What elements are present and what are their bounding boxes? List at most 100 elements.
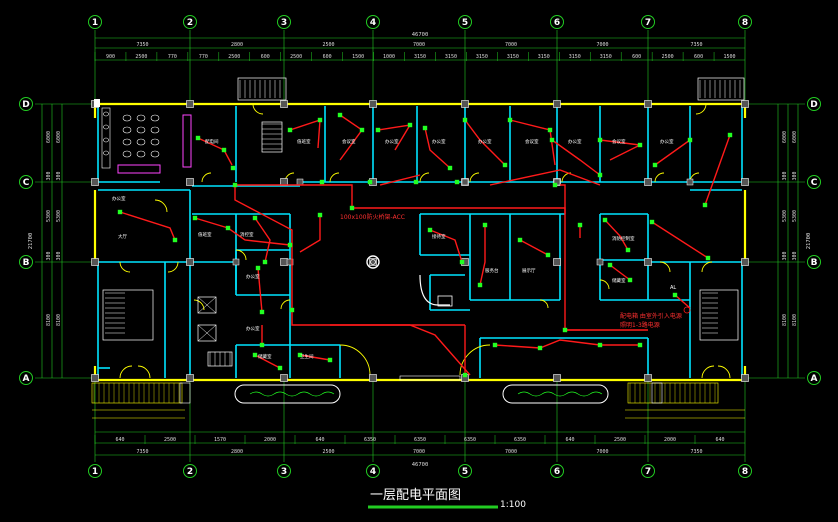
room-labels: 配电间值班室会议室办公室办公室办公室会议室办公室会议室办公室办公室消控室值班室大… [112, 138, 674, 360]
fixture [195, 135, 201, 141]
column [186, 374, 194, 382]
fixture [705, 255, 711, 261]
step-hatch [93, 383, 716, 403]
dim-top-2: 600 [323, 54, 332, 60]
sink [103, 150, 109, 156]
dim-left-inner: 300 [56, 251, 62, 260]
fixture [547, 127, 553, 133]
stair-treads [105, 80, 741, 366]
axis-label: 2 [187, 467, 193, 477]
dim-bottom-2: 7000 [596, 449, 608, 455]
fixture [462, 117, 468, 123]
dim-top-2: 600 [261, 54, 270, 60]
dim-top-2: 1000 [383, 54, 395, 60]
dim-top-1: 7000 [596, 42, 608, 48]
dim-top-1: 7000 [413, 42, 425, 48]
fixture [562, 327, 568, 333]
dim-bottom-2: 7350 [136, 449, 148, 455]
column [741, 178, 749, 186]
fixture [549, 137, 555, 143]
axis-bubble [19, 371, 33, 385]
room-label: 储藏室 [258, 353, 272, 360]
fixture [517, 237, 523, 243]
fixture [252, 215, 258, 221]
fixture [545, 252, 551, 258]
dim-right-inner: 300 [792, 171, 798, 180]
fixture [117, 209, 123, 215]
fixture [262, 259, 268, 265]
dim-bottom-2: 7000 [413, 449, 425, 455]
room-label: 配电间 [205, 138, 219, 145]
axis-bubble [807, 175, 821, 189]
dim-left-inner: 8100 [56, 314, 62, 326]
axis-bubble [550, 15, 564, 29]
axis-bubble [19, 255, 33, 269]
dim-right: 5300 [782, 210, 788, 222]
dim-top-2: 3150 [569, 54, 581, 60]
fixture [413, 179, 419, 185]
room-label: 会议室 [612, 138, 626, 145]
axis-bubble [641, 15, 655, 29]
entrance-steps [91, 382, 745, 419]
dim-bottom-1: 640 [315, 437, 324, 443]
dim-top-2: 2500 [290, 54, 302, 60]
column [296, 178, 304, 186]
dim-top-2: 2500 [662, 54, 674, 60]
toilet [136, 126, 146, 134]
total-width-top: 46700 [412, 32, 429, 38]
fixture [287, 242, 293, 248]
dim-top-2: 3150 [507, 54, 519, 60]
dim-top-2: 770 [168, 54, 177, 60]
fixture [317, 117, 323, 123]
fixture [289, 307, 295, 313]
fixture [727, 132, 733, 138]
dim-top-1: 2500 [322, 42, 334, 48]
column [280, 100, 288, 108]
dim-bottom-1: 6350 [364, 437, 376, 443]
dim-top-1: 7000 [505, 42, 517, 48]
fixture [172, 237, 178, 243]
dim-right: 300 [782, 251, 788, 260]
column [553, 374, 561, 382]
toilet [136, 138, 146, 146]
dim-top-2: 2500 [135, 54, 147, 60]
fixture [259, 309, 265, 315]
dim-right: 8100 [782, 314, 788, 326]
column [741, 100, 749, 108]
axis-label: 6 [554, 467, 560, 477]
room-label: 值班室 [198, 231, 212, 238]
dim-left: 5300 [46, 210, 52, 222]
fixture [447, 165, 453, 171]
dim-bottom-1: 2000 [664, 437, 676, 443]
fixture [459, 259, 465, 265]
fixture [597, 342, 603, 348]
axis-label: 7 [645, 467, 651, 477]
dim-top-2: 3150 [445, 54, 457, 60]
axis-label: B [23, 258, 30, 268]
room-label: 办公室 [112, 195, 126, 202]
column [369, 258, 377, 266]
dim-right-inner: 6000 [792, 131, 798, 143]
dim-bottom-1: 2500 [164, 437, 176, 443]
room-label: 办公室 [385, 138, 399, 145]
fixture [649, 219, 655, 225]
dim-top-2: 3150 [538, 54, 550, 60]
fixture [259, 342, 265, 348]
room-label: 服务台 [485, 267, 499, 274]
column [596, 258, 604, 266]
dim-bottom-1: 2000 [264, 437, 276, 443]
room-label: 值班室 [297, 138, 311, 145]
room-label: 办公室 [246, 325, 260, 332]
fixture [317, 212, 323, 218]
fixture [625, 247, 631, 253]
fixture [577, 222, 583, 228]
fixture [482, 222, 488, 228]
dim-bottom-1: 2500 [614, 437, 626, 443]
fixture [359, 127, 365, 133]
fixture [672, 292, 678, 298]
axis-label: 8 [742, 18, 748, 28]
axis-label: D [810, 100, 817, 110]
